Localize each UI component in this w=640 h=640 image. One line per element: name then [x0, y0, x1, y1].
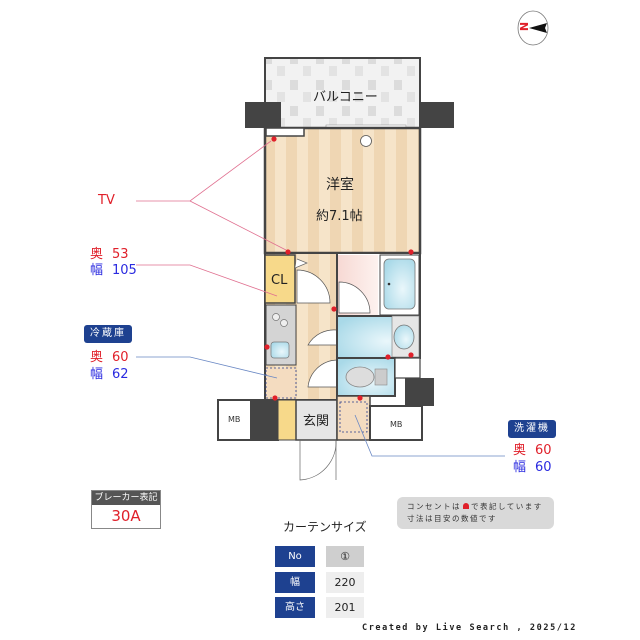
credit-line: Created by Live Search , 2025/12 [362, 623, 577, 633]
fridge-tag: 冷蔵庫 [84, 325, 132, 343]
balcony [245, 57, 454, 129]
entrance-label: 玄関 [303, 414, 330, 429]
mb-right-label: MB [390, 420, 403, 429]
curtain-value-no: ① [326, 546, 364, 567]
tv-callout-label: TV [98, 193, 115, 208]
outlet-markers [264, 136, 414, 401]
curtain-key-width: 幅 [275, 572, 315, 593]
legend-note: コンセントはで表記しています 寸法は目安の数値です [397, 497, 554, 529]
breaker-box: ブレーカー表記 30A [91, 490, 161, 529]
compass [517, 10, 549, 46]
outlet-icon [463, 503, 469, 509]
curtain-value-width: 220 [326, 572, 364, 593]
compass-north-label: N [518, 21, 532, 32]
curtain-size-title: カーテンサイズ [283, 520, 367, 534]
curtain-value-height: 201 [326, 597, 364, 618]
western-room-size: 約7.1帖 [316, 209, 363, 224]
breaker-header: ブレーカー表記 [92, 491, 160, 505]
washer-tag: 洗濯機 [508, 420, 556, 438]
balcony-label: バルコニー [313, 90, 378, 105]
breaker-value: 30A [92, 505, 160, 528]
western-room-label: 洋室 [326, 177, 354, 193]
closet-label: CL [271, 273, 288, 288]
mb-left-label: MB [228, 415, 241, 424]
curtain-key-no: No [275, 546, 315, 567]
curtain-key-height: 高さ [275, 597, 315, 618]
